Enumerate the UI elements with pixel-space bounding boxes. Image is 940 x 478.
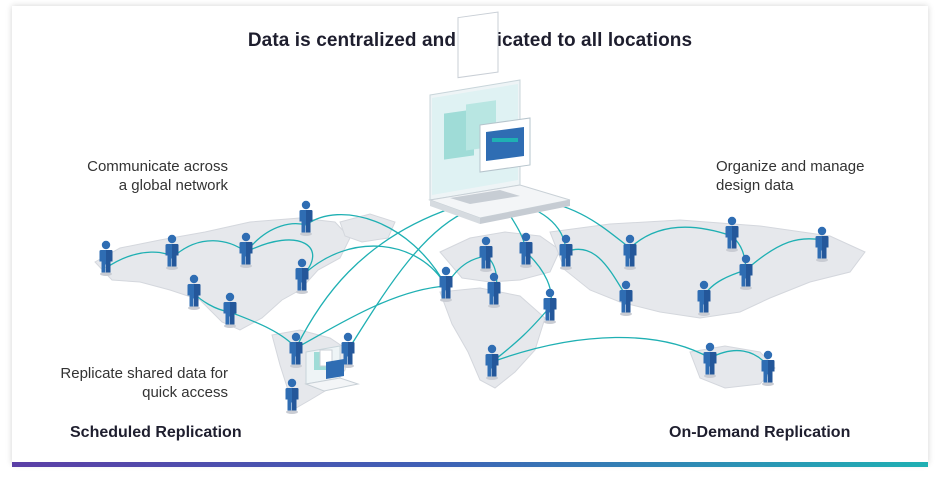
caption-line: Communicate across — [87, 158, 228, 175]
caption-line: Organize and manage — [716, 158, 865, 175]
europe-shape — [439, 231, 561, 283]
caption-communicate: Communicate across a global network — [87, 157, 228, 195]
caption-line: a global network — [118, 177, 228, 194]
africa-shape — [439, 287, 546, 389]
on-demand-replication-label: On-Demand Replication — [669, 424, 851, 441]
caption-organize: Organize and manage design data — [716, 157, 864, 195]
world-map — [94, 213, 866, 409]
gradient-footer-bar — [12, 462, 928, 467]
greenland-shape — [339, 213, 396, 243]
caption-line: Replicate shared data for — [60, 365, 228, 382]
laptop-server-icon — [428, 11, 571, 224]
caption-line: quick access — [142, 384, 228, 401]
caption-replicate: Replicate shared data for quick access — [60, 364, 228, 402]
scheduled-replication-label: Scheduled Replication — [70, 424, 242, 441]
north-america-shape — [94, 217, 351, 331]
caption-line: design data — [716, 177, 794, 194]
person-icon — [543, 288, 557, 324]
small-laptop-server-icon — [304, 345, 360, 392]
